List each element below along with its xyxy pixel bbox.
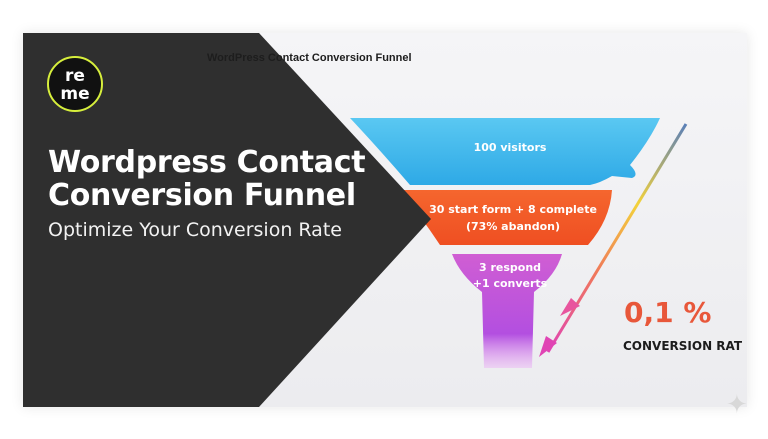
conversion-rate-caption: CONVERSION RAT [623,339,743,353]
conversion-rate-value: 0,1 % [624,296,712,329]
hero-panel [23,33,747,407]
infographic-title: WordPress Contact Conversion Funnel [207,52,412,64]
brand-logo[interactable]: re me [47,56,103,112]
hero-subtitle: Optimize Your Conversion Rate [48,219,342,241]
hero-title: Wordpress Contact Conversion Funnel [48,145,366,213]
sparkle-icon: ✦ [726,390,748,420]
funnel-stage-3 [452,254,562,368]
funnel-stage-1 [350,118,660,185]
funnel-stage-3-label: 3 respond +1 converts [455,260,565,292]
funnel-stage-2 [400,190,612,245]
funnel-stage-2-label: 30 start form + 8 complete (73% abandon) [418,201,608,235]
funnel-stage-3-text: 3 respond [478,261,542,274]
funnel-stage-2-subtext: (73% abandon) [465,220,561,233]
logo-line-2: me [60,84,90,104]
logo-line-1: re [65,66,85,86]
funnel-stage-1-label: 100 visitors [420,141,600,154]
funnel-stage-3-subtext: +1 converts [472,277,548,290]
funnel-stage-1-text: 100 visitors [473,141,547,154]
gradient-arrow-icon [546,123,688,353]
funnel-stage-2-text: 30 start form + 8 complete [429,203,597,216]
